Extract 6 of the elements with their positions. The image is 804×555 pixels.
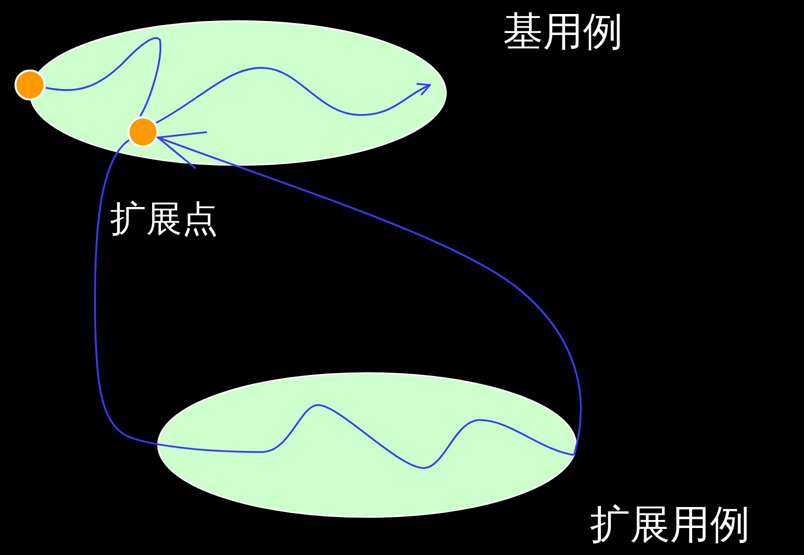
- use-case-title: 扩展用例: [590, 505, 750, 545]
- flow-line: [157, 131, 582, 456]
- point-label: 扩展点: [110, 202, 218, 238]
- use-case-title: 基用例: [503, 12, 623, 52]
- flow-line: [46, 37, 162, 117]
- flow-line: [156, 67, 431, 124]
